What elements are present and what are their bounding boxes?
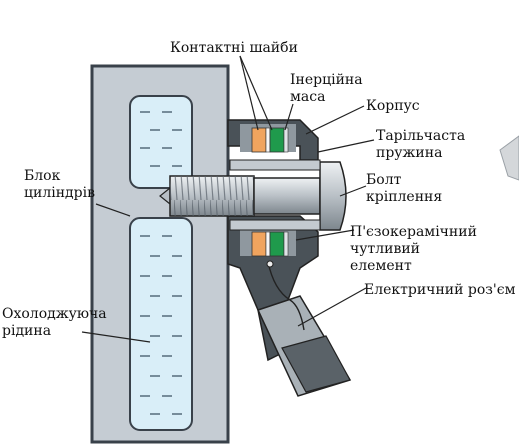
label-mounting-bolt: Болт кріплення bbox=[366, 172, 443, 205]
label-electrical-connector: Електричний роз'єм bbox=[364, 282, 516, 298]
label-disc-spring: Тарільчаста пружина bbox=[376, 128, 466, 161]
cylinder-block bbox=[90, 64, 230, 444]
coolant-cavity-upper bbox=[129, 95, 193, 189]
inertial-mass bbox=[269, 127, 285, 153]
sensor-stack-upper bbox=[251, 127, 289, 153]
bolt-head bbox=[319, 161, 347, 231]
bolt-washer-bottom bbox=[229, 219, 321, 231]
mounting-bolt bbox=[159, 159, 347, 231]
bolt-washer-top bbox=[229, 159, 321, 171]
label-housing: Корпус bbox=[366, 98, 420, 114]
leader-lines bbox=[81, 55, 375, 343]
label-cylinder-block: Блок циліндрів bbox=[24, 168, 95, 201]
label-contact-washers: Контактні шайби bbox=[170, 40, 298, 56]
coolant-dashes bbox=[140, 111, 182, 415]
coolant-cavity-lower bbox=[129, 217, 193, 431]
background-object-fragment bbox=[499, 135, 519, 181]
contact-washer bbox=[251, 127, 267, 153]
label-coolant: Охолоджуюча рідина bbox=[2, 306, 107, 339]
label-inertial-mass: Інерційна маса bbox=[290, 72, 363, 105]
signal-wire bbox=[267, 261, 305, 331]
piezo-element bbox=[251, 231, 267, 257]
sensor-stack-lower bbox=[251, 231, 289, 257]
label-piezo-element: П'єзокерамічний чутливий елемент bbox=[350, 224, 477, 274]
